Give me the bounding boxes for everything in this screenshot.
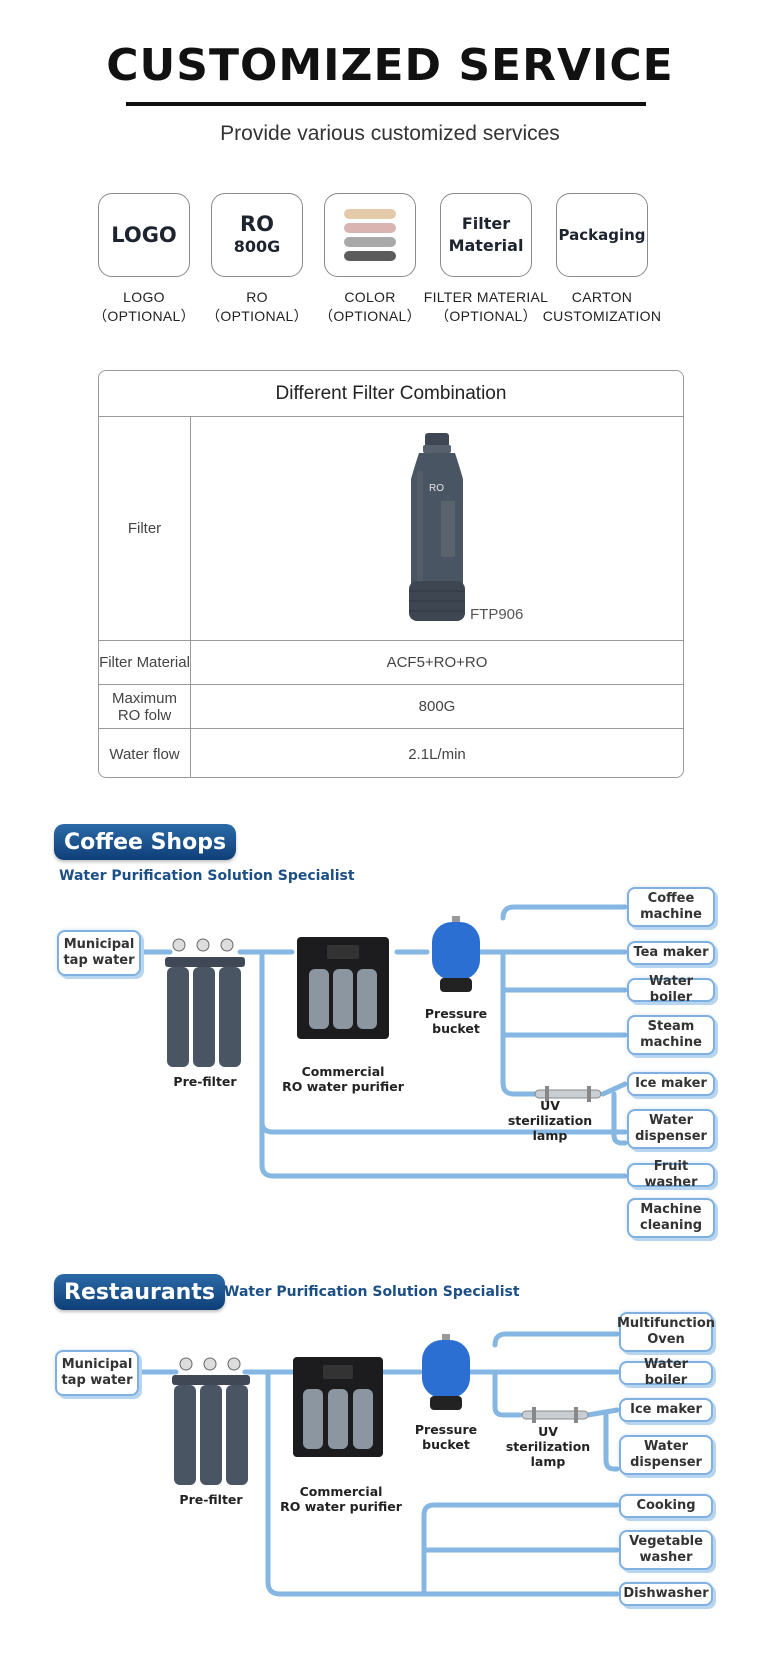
coffee-output-fruit-washer: Fruit washer — [627, 1159, 715, 1190]
ro-filter-cartridge-image: RO — [409, 432, 465, 621]
restaurants-prefilter-caption: Pre-filter — [179, 1492, 243, 1507]
restaurants-output-water-dispenser: Water dispenser — [619, 1435, 713, 1475]
page-subtitle: Provide various customized services — [220, 122, 560, 145]
spec-label-filter: Filter — [99, 417, 191, 640]
coffee-output-steam-machine: Steam machine — [627, 1015, 715, 1055]
filter-spec-table: Different Filter Combination Filter RO F… — [98, 370, 684, 778]
logo-option-label: LOGO（OPTIONAL） — [93, 289, 195, 324]
ro-option-card[interactable]: RO 800G — [211, 193, 303, 277]
filter-model-label: FTP906 — [470, 606, 524, 623]
color-swatch-dark — [344, 251, 396, 261]
restaurants-output-dishwasher: Dishwasher — [619, 1582, 713, 1606]
spec-row-water-flow: Water flow 2.1L/min — [99, 729, 683, 777]
color-option-label: COLOR（OPTIONAL） — [319, 289, 421, 324]
restaurants-prefilter-image — [172, 1357, 250, 1485]
coffee-output-tea-maker: Tea maker — [627, 941, 715, 965]
coffee-output-coffee-machine: Coffee machine — [627, 887, 715, 927]
spec-row-material: Filter Material ACF5+RO+RO — [99, 641, 683, 685]
restaurants-output-ice-maker: Ice maker — [619, 1398, 713, 1422]
restaurants-uv-lamp-image — [521, 1407, 589, 1423]
filter-option-text-2: Material — [448, 236, 524, 255]
coffee-uv-lamp-image — [534, 1086, 602, 1102]
coffee-subtitle: Water Purification Solution Specialist — [59, 868, 355, 884]
restaurants-output-water-boiler: Water boiler — [619, 1357, 713, 1388]
ro-option-capacity: 800G — [233, 237, 281, 256]
filter-option-text-1: Filter — [461, 214, 511, 233]
spec-row-max-flow: Maximum RO folw 800G — [99, 685, 683, 729]
spec-label-material: Filter Material — [99, 641, 191, 684]
packaging-option-text: Packaging — [558, 226, 646, 244]
spec-table-header: Different Filter Combination — [99, 371, 683, 417]
page-title: CUSTOMIZED SERVICE — [106, 40, 674, 91]
cartridge-text: RO — [429, 483, 444, 494]
restaurants-source-node: Municipal tap water — [55, 1350, 139, 1396]
packaging-option-card[interactable]: Packaging — [556, 193, 648, 277]
coffee-output-water-dispenser: Water dispenser — [627, 1109, 715, 1149]
coffee-pressure-bucket-image — [432, 916, 480, 992]
color-swatch-pink — [344, 223, 396, 233]
coffee-output-machine-cleaning: Machine cleaning — [627, 1198, 715, 1238]
color-swatch-beige — [344, 209, 396, 219]
title-underline — [126, 102, 646, 106]
restaurants-purifier-image — [293, 1357, 383, 1457]
spec-value-water-flow: 2.1L/min — [408, 745, 466, 763]
restaurants-badge: Restaurants — [54, 1274, 225, 1310]
restaurants-output-vegetable-washer: Vegetable washer — [619, 1530, 713, 1570]
coffee-output-ice-maker: Ice maker — [627, 1072, 715, 1096]
spec-value-material: ACF5+RO+RO — [386, 654, 488, 671]
logo-option-card[interactable]: LOGO — [98, 193, 190, 277]
restaurants-output-multifunction-oven: Multifunction Oven — [617, 1312, 715, 1352]
coffee-shops-badge: Coffee Shops — [54, 824, 237, 860]
spec-row-filter: Filter RO — [99, 417, 683, 641]
color-swatch-grey — [344, 237, 396, 247]
ro-option-label: RO（OPTIONAL） — [206, 289, 308, 324]
color-option-card[interactable] — [324, 193, 416, 277]
coffee-prefilter-caption: Pre-filter — [173, 1074, 237, 1089]
coffee-prefilter-image — [165, 938, 245, 1067]
coffee-purifier-image — [297, 937, 389, 1039]
restaurants-output-cooking: Cooking — [619, 1494, 713, 1518]
logo-option-text: LOGO — [111, 223, 177, 247]
filter-material-option-label: FILTER MATERIAL（OPTIONAL） — [423, 289, 549, 324]
spec-label-water-flow: Water flow — [99, 729, 191, 777]
restaurants-subtitle: Water Purification Solution Specialist — [224, 1284, 520, 1300]
filter-image-cell: RO — [191, 417, 683, 640]
filter-material-option-card[interactable]: Filter Material — [440, 193, 532, 277]
spec-value-max-flow: 800G — [418, 698, 456, 715]
coffee-source-node: Municipal tap water — [57, 930, 141, 976]
spec-label-max-flow: Maximum RO folw — [99, 685, 191, 728]
ro-option-text: RO — [239, 212, 275, 236]
coffee-output-water-boiler: Water boiler — [627, 974, 715, 1005]
restaurants-pressure-bucket-image — [422, 1334, 470, 1410]
